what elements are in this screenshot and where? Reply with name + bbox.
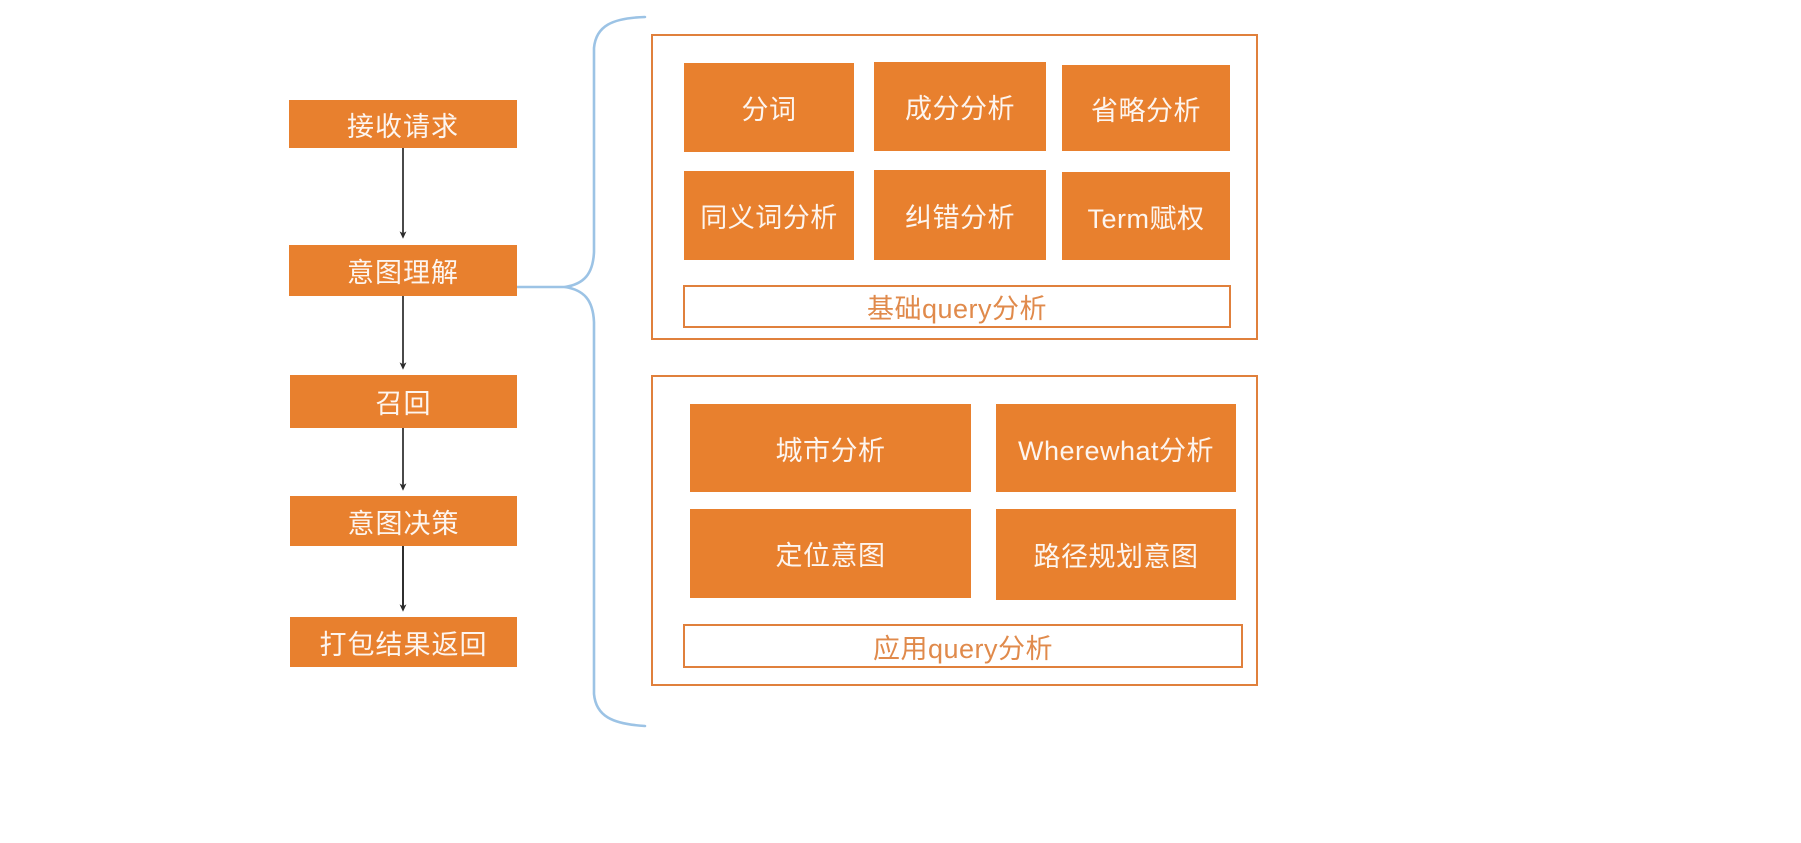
tile-label: 成分分析 [905,94,1015,124]
flow-step-intent-decision[interactable]: 意图决策 [290,496,517,546]
tile-label: Wherewhat分析 [1017,435,1215,466]
tile-term-fuquan[interactable]: Term赋权 [1062,172,1230,260]
tile-chengfen-fenxi[interactable]: 成分分析 [874,62,1046,151]
flow-step-label: 打包结果返回 [319,629,488,660]
tile-jiucuo-fenxi[interactable]: 纠错分析 [874,170,1046,260]
tile-label: 定位意图 [775,541,886,571]
flow-step-label: 意图决策 [347,508,460,539]
tile-fenci[interactable]: 分词 [684,63,854,152]
tile-tongyici-fenxi[interactable]: 同义词分析 [684,171,854,260]
tile-shenglue-fenxi[interactable]: 省略分析 [1062,65,1230,151]
caption-basic-query[interactable]: 基础query分析 [683,285,1231,328]
panel-applied-query: 城市分析 Wherewhat分析 定位意图 路径规划意图 应用query分析 [651,375,1258,686]
flow-step-receive[interactable]: 接收请求 [289,100,517,148]
expand-brace-icon [515,15,647,728]
flow-step-intent-understanding[interactable]: 意图理解 [289,245,517,296]
tile-label: 城市分析 [775,435,886,466]
flow-step-label: 召回 [375,389,432,419]
tile-dingwei-yitu[interactable]: 定位意图 [690,509,971,598]
tile-label: Term赋权 [1087,203,1205,234]
tile-label: 同义词分析 [700,203,838,233]
tile-chengshi-fenxi[interactable]: 城市分析 [690,404,971,492]
flow-step-label: 接收请求 [347,111,459,142]
caption-label: 应用query分析 [872,633,1054,664]
tile-wherewhat-fenxi[interactable]: Wherewhat分析 [996,404,1236,492]
flow-step-recall[interactable]: 召回 [290,375,517,428]
tile-label: 纠错分析 [905,202,1015,233]
flow-step-label: 意图理解 [347,258,459,288]
tile-label: 路径规划意图 [1033,542,1199,572]
flow-step-package-return[interactable]: 打包结果返回 [290,617,517,667]
panel-basic-query: 分词 成分分析 省略分析 同义词分析 纠错分析 Term赋权 基础query分析 [651,34,1258,340]
tile-lujing-guihua-yitu[interactable]: 路径规划意图 [996,509,1236,600]
caption-applied-query[interactable]: 应用query分析 [683,624,1243,668]
tile-label: 省略分析 [1091,95,1201,126]
caption-label: 基础query分析 [866,294,1048,324]
tile-label: 分词 [741,95,797,125]
